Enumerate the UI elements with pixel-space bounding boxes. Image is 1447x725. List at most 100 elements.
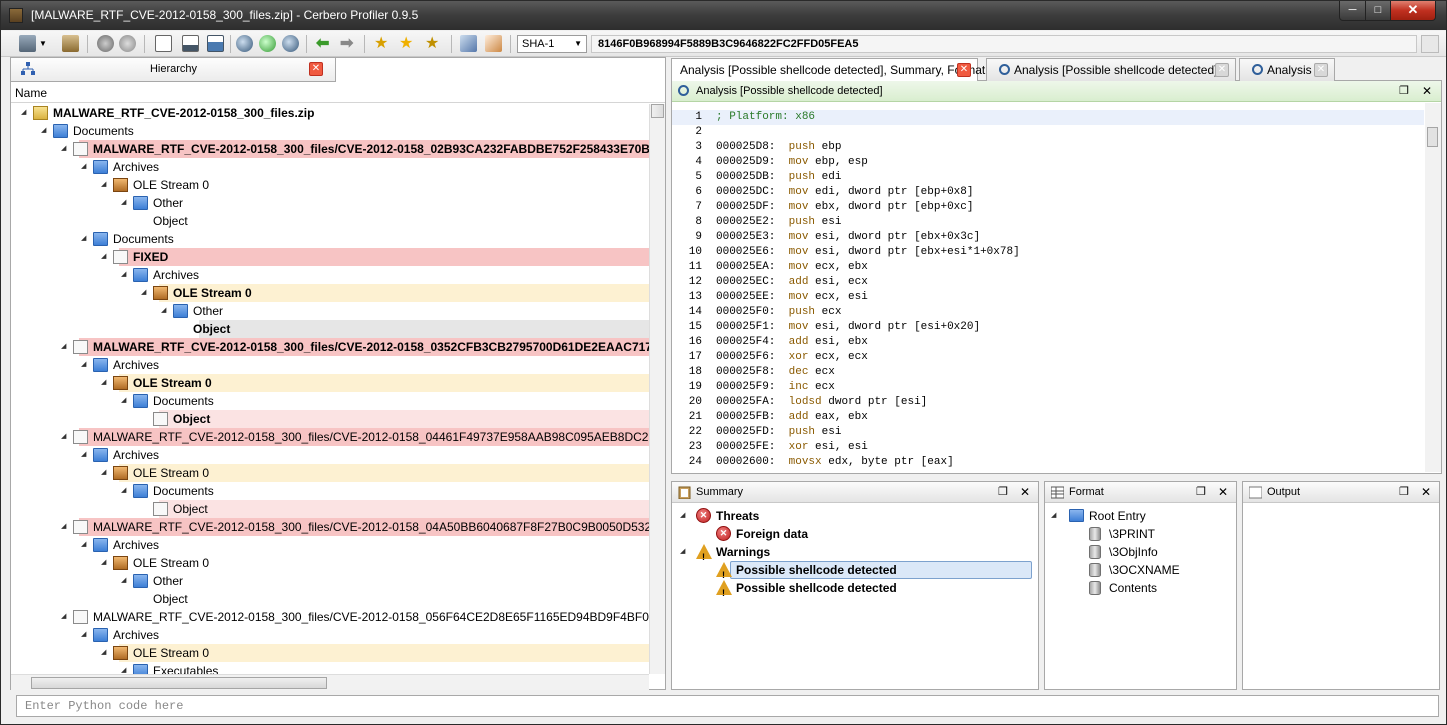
expand-arrow-icon[interactable]: ◢: [101, 559, 107, 566]
zoom-out-icon[interactable]: [282, 35, 299, 52]
zoom-icon[interactable]: [236, 35, 253, 52]
hash-value-field[interactable]: 8146F0B968994F5889B3C9646822FC2FFD05FEA5: [591, 35, 1417, 53]
python-console-input[interactable]: Enter Python code here: [16, 695, 1439, 717]
tree-node[interactable]: ◢OLE Stream 0: [11, 464, 649, 482]
format-node[interactable]: ◢Root Entry: [1045, 507, 1236, 525]
format-node[interactable]: \3ObjInfo: [1045, 543, 1236, 561]
expand-arrow-icon[interactable]: ◢: [141, 289, 147, 296]
save-icon[interactable]: [19, 35, 36, 52]
code-line[interactable]: 1; Platform: x86: [672, 110, 1424, 125]
star-icon[interactable]: ★: [399, 35, 414, 52]
tree-node[interactable]: ◢MALWARE_RTF_CVE-2012-0158_300_files/CVE…: [11, 518, 649, 536]
expand-arrow-icon[interactable]: ◢: [61, 433, 67, 440]
close-tab-icon[interactable]: ✕: [957, 63, 971, 77]
clipboard-icon[interactable]: [62, 35, 79, 52]
script-icon[interactable]: [460, 35, 477, 52]
tree-node[interactable]: ◢MALWARE_RTF_CVE-2012-0158_300_files/CVE…: [11, 338, 649, 356]
close-icon[interactable]: ✕: [1020, 485, 1031, 499]
tree-node[interactable]: ◢Other: [11, 302, 649, 320]
expand-arrow-icon[interactable]: ◢: [81, 163, 87, 170]
back-arrow-icon[interactable]: ⬅: [316, 35, 330, 52]
expand-arrow-icon[interactable]: ◢: [101, 649, 107, 656]
expand-arrow-icon[interactable]: ◢: [161, 307, 167, 314]
favorite-icon[interactable]: ★: [425, 35, 440, 52]
tree-node[interactable]: ◢Documents: [11, 230, 649, 248]
expand-arrow-icon[interactable]: ◢: [81, 451, 87, 458]
tree-node[interactable]: ◢MALWARE_RTF_CVE-2012-0158_300_files/CVE…: [11, 140, 649, 158]
zoom-in-icon[interactable]: [259, 35, 276, 52]
close-icon[interactable]: ✕: [1421, 485, 1432, 499]
expand-arrow-icon[interactable]: ◢: [121, 199, 127, 206]
expand-arrow-icon[interactable]: ◢: [81, 361, 87, 368]
expand-arrow-icon[interactable]: ◢: [61, 613, 67, 620]
tree-node[interactable]: ◢Other: [11, 572, 649, 590]
close-tab-icon[interactable]: ✕: [1215, 63, 1229, 77]
tree-node[interactable]: ◢Archives: [11, 536, 649, 554]
layout-save-icon[interactable]: [207, 35, 224, 52]
tree-node[interactable]: ◢Archives: [11, 356, 649, 374]
window-icon[interactable]: [155, 35, 172, 52]
scrollbar-thumb-horizontal[interactable]: [31, 677, 327, 689]
expand-arrow-icon[interactable]: ◢: [81, 541, 87, 548]
tree-node[interactable]: ◢OLE Stream 0: [11, 284, 649, 302]
expand-arrow-icon[interactable]: ◢: [61, 523, 67, 530]
tree-node[interactable]: ◢Executables: [11, 662, 649, 674]
expand-arrow-icon[interactable]: ◢: [121, 397, 127, 404]
bookmark-icon[interactable]: ★: [374, 35, 389, 52]
tree-node[interactable]: ◢MALWARE_RTF_CVE-2012-0158_300_files/CVE…: [11, 608, 649, 626]
minimize-button[interactable]: ─: [1339, 1, 1366, 21]
tree-node[interactable]: Object: [11, 500, 649, 518]
float-icon[interactable]: ❐: [1196, 486, 1206, 498]
code-scrollbar[interactable]: [1425, 103, 1441, 472]
tree-node[interactable]: ◢MALWARE_RTF_CVE-2012-0158_300_files/CVE…: [11, 428, 649, 446]
tree-node[interactable]: ◢OLE Stream 0: [11, 644, 649, 662]
expand-arrow-icon[interactable]: ◢: [121, 577, 127, 584]
tab-analysis[interactable]: Analysis [Possible shellcode detected], …: [671, 58, 985, 82]
summary-item[interactable]: ◢!Warnings: [672, 543, 1038, 562]
tree-node[interactable]: Object: [11, 212, 649, 230]
copy-hash-icon[interactable]: [1421, 35, 1439, 53]
tree-node[interactable]: ◢Documents: [11, 482, 649, 500]
expand-arrow-icon[interactable]: ◢: [101, 253, 107, 260]
forward-arrow-icon[interactable]: ➡: [340, 35, 354, 52]
column-header-name[interactable]: Name: [11, 83, 665, 103]
summary-item[interactable]: !Possible shellcode detected: [672, 561, 1038, 580]
expand-arrow-icon[interactable]: ◢: [61, 145, 67, 152]
float-icon[interactable]: ❐: [998, 486, 1008, 498]
save-dropdown-icon[interactable]: ▼: [39, 39, 47, 48]
tab-analysis[interactable]: Analysis [Possible shellcode detected]✕: [986, 58, 1236, 81]
vertical-scrollbar[interactable]: [649, 104, 665, 674]
tree-node[interactable]: Object: [11, 320, 649, 338]
float-icon[interactable]: ❐: [1399, 85, 1409, 97]
tab-analysis[interactable]: Analysis✕: [1239, 58, 1335, 81]
expand-arrow-icon[interactable]: ◢: [21, 109, 27, 116]
expand-arrow-icon[interactable]: ◢: [121, 271, 127, 278]
expand-arrow-icon[interactable]: ◢: [121, 667, 127, 674]
format-node[interactable]: \3OCXNAME: [1045, 561, 1236, 579]
tree-node[interactable]: ◢Archives: [11, 158, 649, 176]
tree-node[interactable]: ◢FIXED: [11, 248, 649, 266]
expand-arrow-icon[interactable]: ◢: [41, 127, 47, 134]
tree-node[interactable]: ◢Archives: [11, 446, 649, 464]
code-line[interactable]: 2: [672, 125, 1424, 140]
summary-item[interactable]: !Possible shellcode detected: [672, 579, 1038, 598]
tree-node[interactable]: ◢Other: [11, 194, 649, 212]
close-icon[interactable]: ✕: [1218, 485, 1229, 499]
summary-item[interactable]: ✕Foreign data: [672, 525, 1038, 543]
